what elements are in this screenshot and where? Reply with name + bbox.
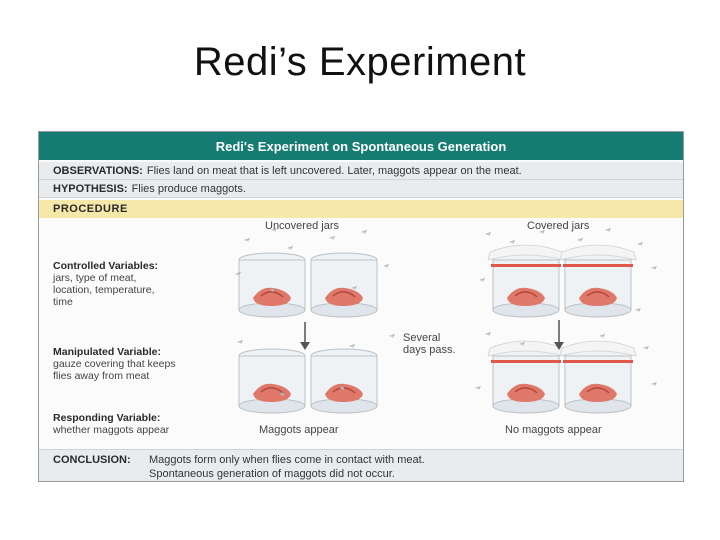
- observations-text: Flies land on meat that is left uncovere…: [146, 164, 522, 177]
- covered-jar-top-left: [487, 244, 565, 318]
- controlled-variables: Controlled Variables: jars, type of meat…: [53, 260, 158, 308]
- conclusion-line-2: Spontaneous generation of maggots did no…: [149, 468, 395, 480]
- jars-illustration: [235, 228, 657, 414]
- maggots-appear-label: Maggots appear: [259, 424, 339, 436]
- manipulated-heading: Manipulated Variable:: [53, 346, 161, 358]
- uncovered-jar-bottom-right: [310, 348, 378, 414]
- observations-label: OBSERVATIONS:: [53, 164, 143, 177]
- procedure-row: PROCEDURE: [39, 200, 683, 218]
- controlled-line-1: jars, type of meat,: [53, 272, 137, 284]
- no-maggots-appear-label: No maggots appear: [505, 424, 602, 436]
- responding-variable: Responding Variable: whether maggots app…: [53, 412, 169, 436]
- covered-jars-label: Covered jars: [527, 220, 590, 232]
- covered-jar-bottom-left: [487, 340, 565, 414]
- figure-header: Redi's Experiment on Spontaneous Generat…: [39, 132, 683, 160]
- hypothesis-label: HYPOTHESIS:: [53, 182, 128, 195]
- slide-title: Redi’s Experiment: [193, 40, 527, 84]
- hypothesis-text: Flies produce maggots.: [131, 182, 246, 195]
- uncovered-jar-top-right: [310, 252, 378, 318]
- conclusion-row: CONCLUSION: Maggots form only when flies…: [39, 449, 683, 481]
- uncovered-jar-top-left: [238, 252, 306, 318]
- experiment-figure: Redi's Experiment on Spontaneous Generat…: [38, 131, 684, 482]
- observations-row: OBSERVATIONS: Flies land on meat that is…: [39, 162, 683, 180]
- responding-line-1: whether maggots appear: [53, 424, 170, 436]
- controlled-heading: Controlled Variables:: [53, 260, 159, 272]
- uncovered-jar-bottom-left: [238, 348, 306, 414]
- covered-jar-bottom-right: [559, 340, 637, 414]
- controlled-line-3: time: [53, 296, 73, 308]
- several-days-line-1: Several: [403, 332, 441, 344]
- uncovered-arrow-down-icon: [300, 322, 310, 350]
- several-days-line-2: days pass.: [403, 344, 456, 356]
- several-days-label: Several days pass.: [403, 332, 456, 356]
- conclusion-label: CONCLUSION:: [53, 454, 131, 466]
- covered-jar-top-right: [559, 244, 637, 318]
- manipulated-line-2: flies away from meat: [53, 370, 150, 382]
- manipulated-line-1: gauze covering that keeps: [53, 358, 176, 370]
- procedure-label: PROCEDURE: [53, 203, 128, 215]
- uncovered-jars-label: Uncovered jars: [265, 220, 339, 232]
- hypothesis-row: HYPOTHESIS: Flies produce maggots.: [39, 180, 683, 198]
- conclusion-line-1: Maggots form only when flies come in con…: [149, 454, 425, 466]
- controlled-line-2: location, temperature,: [53, 284, 155, 296]
- responding-heading: Responding Variable:: [53, 412, 161, 424]
- covered-arrow-down-icon: [554, 320, 564, 350]
- manipulated-variable: Manipulated Variable: gauze covering tha…: [53, 346, 176, 382]
